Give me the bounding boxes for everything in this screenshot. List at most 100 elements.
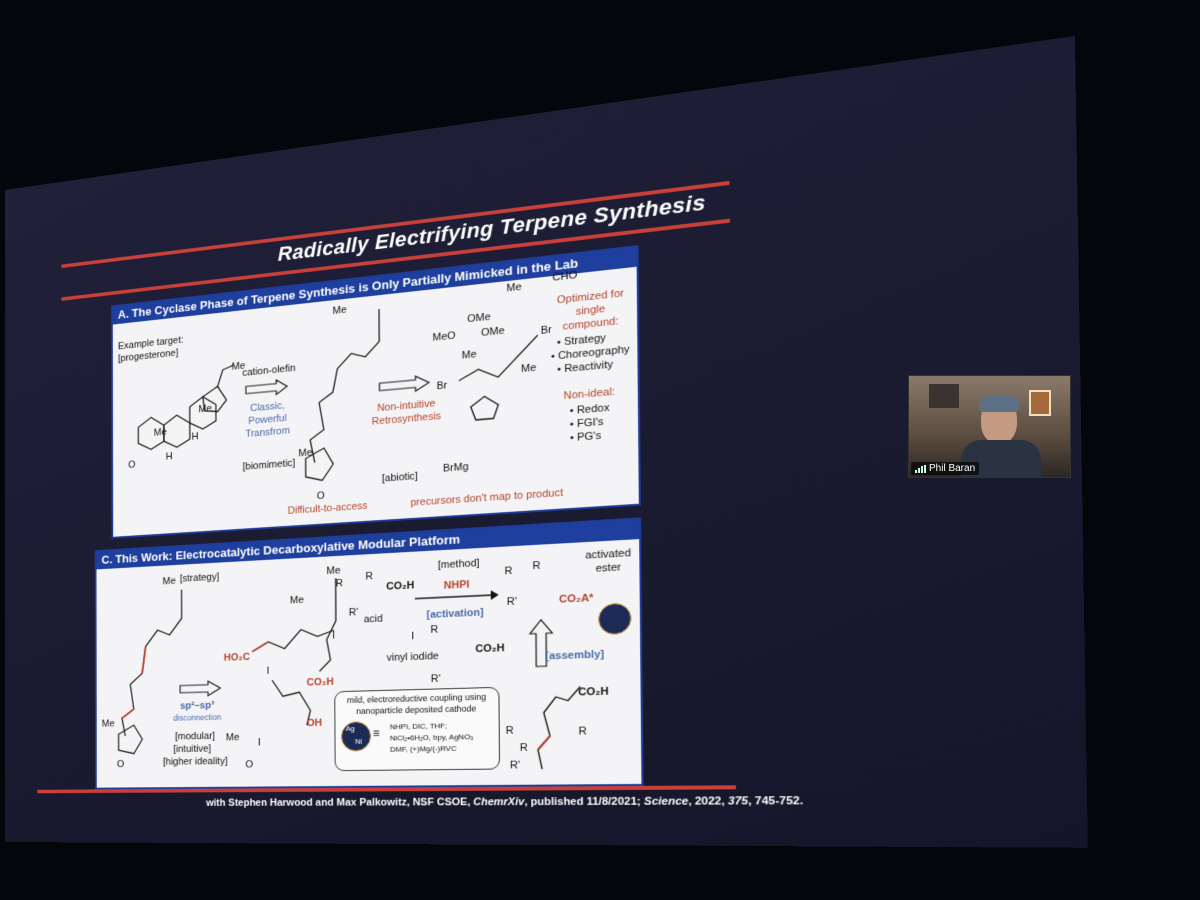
footer-pages: , 745-752. [748,795,804,808]
method-label: [method] [437,557,480,572]
alkyne-me: Me [520,362,537,376]
abiotic-label: [abiotic] [381,470,418,485]
participant-name-tag: Phil Baran [911,462,980,475]
non-ideal-label: Non-ideal: [563,386,616,403]
product-r-3: R [519,742,528,754]
polyene-structure [296,302,399,496]
polyene-me-bottom: Me [298,447,313,460]
polyene-oxygen: O [316,490,325,502]
electrode-icon: Ag Ni [340,721,372,752]
disconnection-label: disconnection [173,712,222,723]
vinyl-iodide-i: I [411,630,415,643]
ag-label: Ag [345,724,355,733]
footer-authors: with Stephen Harwood and Max Palkowitz, … [206,796,474,809]
footer-venue-science: Science [643,795,689,808]
ester-r-1: R [504,565,513,578]
higher-ideality-label: [higher ideality] [162,755,228,768]
footer-year: , 2022, [688,795,729,808]
progesterone-me-2: Me [198,403,212,416]
acid-r-prime: R' [348,606,359,619]
transfrom-label: Transfrom [245,425,290,440]
disconnection-arrow-icon [178,680,222,697]
footer-mid: , published 11/8/2021; [524,795,645,808]
acid-co2h: CO₂H [386,579,415,593]
activation-arrow-icon [413,590,499,604]
aldehyde-me: Me [506,281,522,295]
enone-oxygen: O [245,759,254,771]
ni-label: Ni [355,737,363,746]
signal-bars-icon [915,464,926,473]
enone-me: Me [225,732,240,744]
target-me-bottom: Me [101,718,115,730]
sp2-sp3-label: sp²–sp³ [180,699,215,712]
oh-label: OH [306,717,323,729]
panel-c: C. This Work: Electrocatalytic Decarboxy… [94,517,644,790]
vinyl-iodide-co2h: CO₂H [475,642,505,656]
bookshelf-decor [929,384,959,408]
bullet-redox: • Redox [569,402,610,418]
conditions-box: mild, electroreductive coupling using na… [334,686,501,772]
slide-footer: with Stephen Harwood and Max Palkowitz, … [5,794,1087,809]
participant-name: Phil Baran [929,463,976,474]
equivalence-icon: ≡ [372,726,380,740]
progesterone-h-1: H [165,451,173,463]
difficult-to-access-label: Difficult-to-access [287,500,368,517]
ester-r-2: R [532,560,541,573]
biomimetic-arrow-icon [244,378,289,398]
polyene-me-top: Me [332,304,347,317]
conditions-line-3: DMF, (+)Mg/(-)RVC [389,744,457,754]
panel-a: A. The Cyclase Phase of Terpene Synthesi… [111,245,641,539]
vinyl-iodide-label: vinyl iodide [386,650,439,664]
assembly-label: [assembly] [545,648,605,663]
bullet-reactivity: • Reactivity [557,358,614,376]
biomimetic-label: [biomimetic] [242,457,296,473]
dibromide-chain [454,325,543,390]
meo-label: MeO [432,330,456,344]
ag-ni-catalyst-icon [598,602,632,636]
modular-label: [modular] [174,730,216,743]
co2a-label: CO₂A* [559,592,594,606]
wall-frame-decor [1029,390,1051,416]
ester-label: ester [595,561,622,575]
furan-icon [468,391,502,422]
br-label-2: Br [436,379,448,393]
product-r-1: R [505,724,514,737]
target-me-top: Me [162,575,176,588]
alkyne-acid-block [312,574,349,677]
vinyl-iodide-r: R [430,624,439,636]
retrosynthesis-arrow-icon [378,374,431,396]
video-feed-tile[interactable]: Phil Baran [908,375,1071,478]
progesterone-structure [121,356,233,464]
activated-label: activated [585,547,631,562]
brmg-label: BrMg [442,461,469,475]
bullet-pgs: • PG's [569,430,602,445]
vinyl-iodide-r-prime: R' [430,673,441,685]
cap-icon [979,396,1019,412]
progesterone-oxygen: O [128,459,136,471]
acid-label: acid [363,613,383,626]
activation-label: [activation] [426,606,484,621]
target-oxygen: O [116,759,125,770]
cho-label: CHO [552,269,578,284]
enone-iodide: I [257,737,261,749]
nanoparticle-label: nanoparticle deposited cathode [356,703,477,716]
product-r-2: R [578,725,587,738]
ho2c-label: HO₂C [223,651,250,664]
footer-venue-chemrxiv: ChemrXiv [473,796,525,809]
acid-r-1: R [335,577,344,590]
conditions-line-2: NiCl₂•6H₂O, bpy, AgNO₃ [389,732,474,743]
conditions-line-1: NHPI, DIC, THF; [389,721,448,732]
acid-r-2: R [365,570,373,583]
bullet-fgis: • FGI's [569,416,604,431]
progesterone-h-2: H [191,431,199,443]
progesterone-me-1: Me [153,426,167,439]
ome-label-1: OMe [467,311,491,326]
precursors-label: precursors don't map to product [410,487,564,509]
ester-r-prime: R' [506,595,517,608]
product-r-prime: R' [509,759,521,772]
intuitive-label: [intuitive] [173,743,212,755]
alkyne-acid-co2h: CO₂H [306,676,334,689]
footer-volume: 375 [727,795,749,808]
cation-olefin-label: cation-olefin [242,362,296,379]
